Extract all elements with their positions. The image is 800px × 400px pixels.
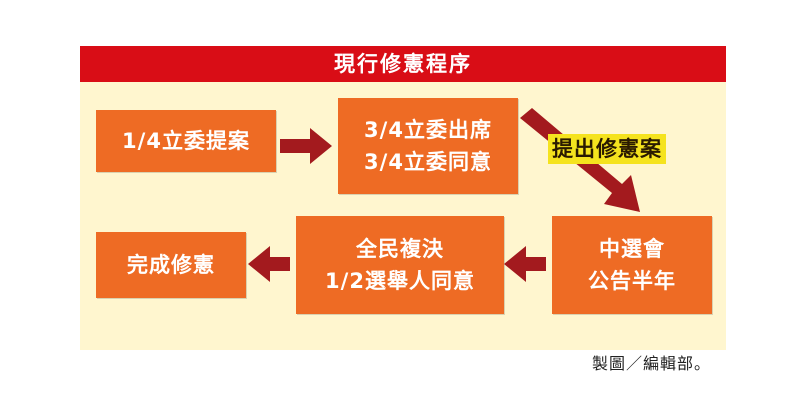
- step-proposal: 1/4立委提案: [96, 110, 276, 172]
- step-referendum: 全民複決 1/2選舉人同意: [296, 216, 504, 314]
- credit-line: 製圖／編輯部。: [592, 354, 712, 373]
- step-election-commission-line-2: 公告半年: [588, 269, 676, 293]
- step-complete: 完成修憲: [96, 232, 246, 298]
- step-election-commission-line-1: 中選會: [599, 237, 665, 261]
- step-complete-line-1: 完成修憲: [127, 253, 215, 277]
- diagonal-arrow-label: 提出修憲案: [548, 134, 666, 164]
- step-legislative-vote-line-2: 3/4立委同意: [364, 150, 492, 174]
- step-referendum-line-2: 1/2選舉人同意: [325, 269, 475, 293]
- step-legislative-vote: 3/4立委出席 3/4立委同意: [338, 98, 518, 194]
- step-referendum-line-1: 全民複決: [356, 237, 444, 261]
- step-proposal-line-1: 1/4立委提案: [122, 129, 250, 153]
- diagram-title: 現行修憲程序: [80, 46, 726, 82]
- step-election-commission: 中選會 公告半年: [552, 216, 712, 314]
- step-legislative-vote-line-1: 3/4立委出席: [364, 118, 492, 142]
